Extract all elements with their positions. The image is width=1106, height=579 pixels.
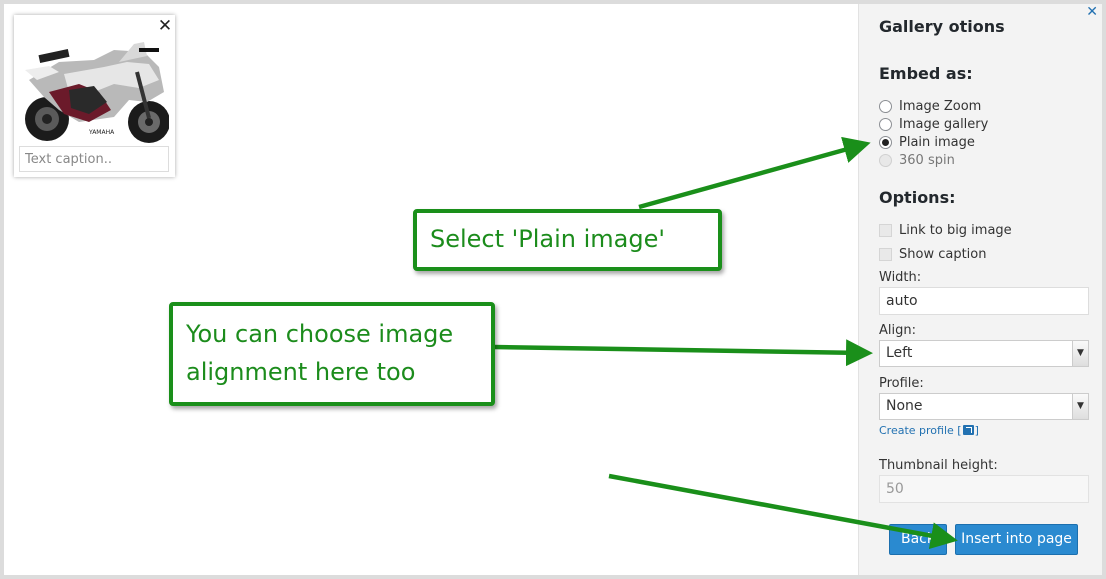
align-label: Align: [879,323,916,338]
gallery-options-sidebar: ✕ Gallery otions Embed as: Image Zoom Im… [858,4,1102,575]
show-caption-label: Show caption [899,246,987,262]
profile-selected-value: None [886,398,923,414]
chevron-down-icon[interactable]: ▼ [1072,341,1088,366]
embed-option-360-spin: 360 spin [879,151,955,169]
insert-into-page-button[interactable]: Insert into page [955,524,1078,555]
profile-select[interactable]: None ▼ [879,393,1089,420]
external-link-icon [962,425,974,435]
create-profile-bracket: ] [974,424,979,437]
profile-label: Profile: [879,376,924,391]
embed-option-label: Plain image [899,134,975,150]
arrow-to-plain-image [638,136,871,210]
embed-option-label: Image gallery [899,116,989,132]
motorcycle-image[interactable]: YAMAHA [19,22,169,144]
radio-image-gallery[interactable] [879,117,892,131]
chevron-down-icon[interactable]: ▼ [1072,394,1088,419]
embed-as-heading: Embed as: [879,64,973,83]
embed-option-label: Image Zoom [899,98,982,114]
link-big-image-label: Link to big image [899,222,1012,238]
image-thumbnail-card: YAMAHA ✕ [14,15,175,177]
remove-image-icon[interactable]: ✕ [157,16,173,36]
embed-option-image-gallery[interactable]: Image gallery [879,115,988,133]
align-select[interactable]: Left ▼ [879,340,1089,367]
back-button[interactable]: Back [889,524,947,555]
thumbnail-height-input: 50 [879,475,1089,503]
thumbnail-height-label: Thumbnail height: [879,458,998,473]
motorcycle-illustration: YAMAHA [19,22,169,144]
link-big-image-option: Link to big image [879,221,1012,239]
align-selected-value: Left [886,345,913,361]
panel-title: Gallery otions [879,17,1005,36]
caption-input[interactable] [19,146,169,172]
create-profile-text: Create profile [ [879,424,962,437]
radio-360-spin [879,153,892,167]
callout-alignment-hint: You can choose image alignment here too [169,302,495,406]
close-sidebar-icon[interactable]: ✕ [1086,4,1098,20]
arrow-to-align-select [493,339,873,367]
yamaha-badge: YAMAHA [88,129,115,136]
radio-image-zoom[interactable] [879,99,892,113]
show-caption-checkbox [879,247,892,261]
width-input[interactable]: auto [879,287,1089,315]
callout-select-plain-image: Select 'Plain image' [413,209,722,271]
radio-plain-image[interactable] [879,135,892,149]
embed-option-plain-image[interactable]: Plain image [879,133,975,151]
embed-option-label: 360 spin [899,152,955,168]
width-label: Width: [879,270,922,285]
create-profile-link[interactable]: Create profile [] [879,424,979,437]
link-big-image-checkbox [879,223,892,237]
embed-option-image-zoom[interactable]: Image Zoom [879,97,981,115]
show-caption-option: Show caption [879,245,986,263]
options-heading: Options: [879,188,956,207]
